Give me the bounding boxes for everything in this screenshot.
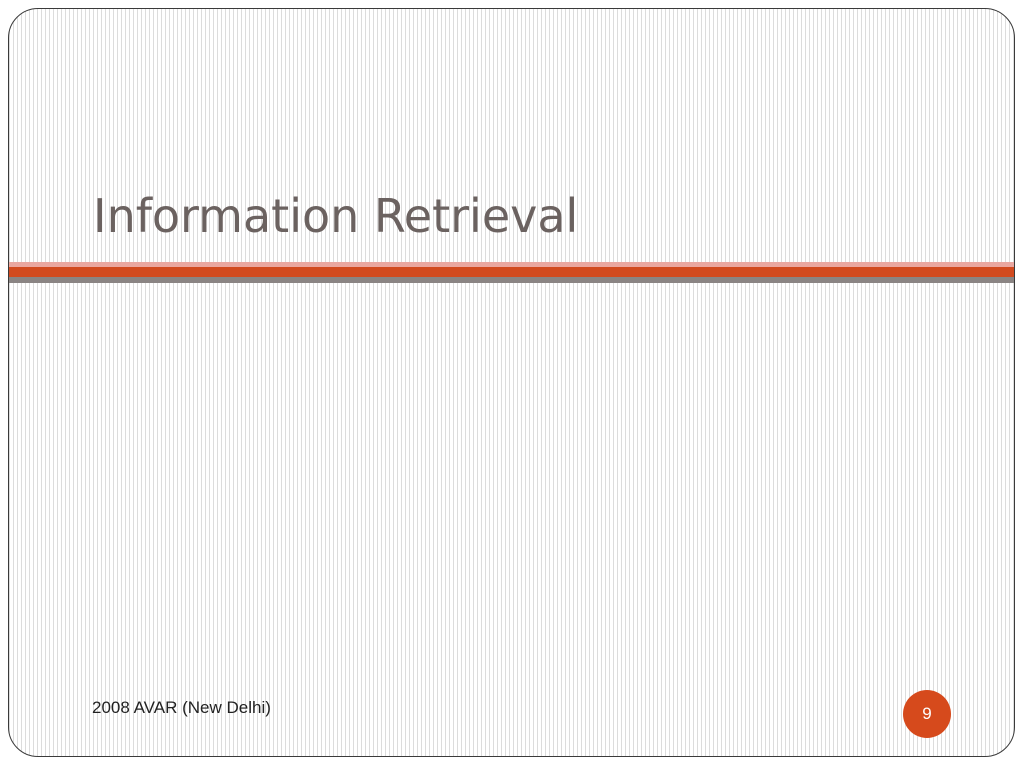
divider-gray-stripe bbox=[9, 277, 1014, 283]
slide-title: Information Retrieval bbox=[93, 189, 579, 243]
slide-frame: Information Retrieval bbox=[8, 8, 1015, 757]
page-number-badge: 9 bbox=[903, 690, 951, 738]
title-divider bbox=[9, 262, 1014, 284]
divider-pink-stripe bbox=[9, 262, 1014, 267]
page-number: 9 bbox=[922, 704, 932, 723]
divider-orange-stripe bbox=[9, 267, 1014, 277]
slide-footer: 2008 AVAR (New Delhi) bbox=[92, 698, 271, 717]
